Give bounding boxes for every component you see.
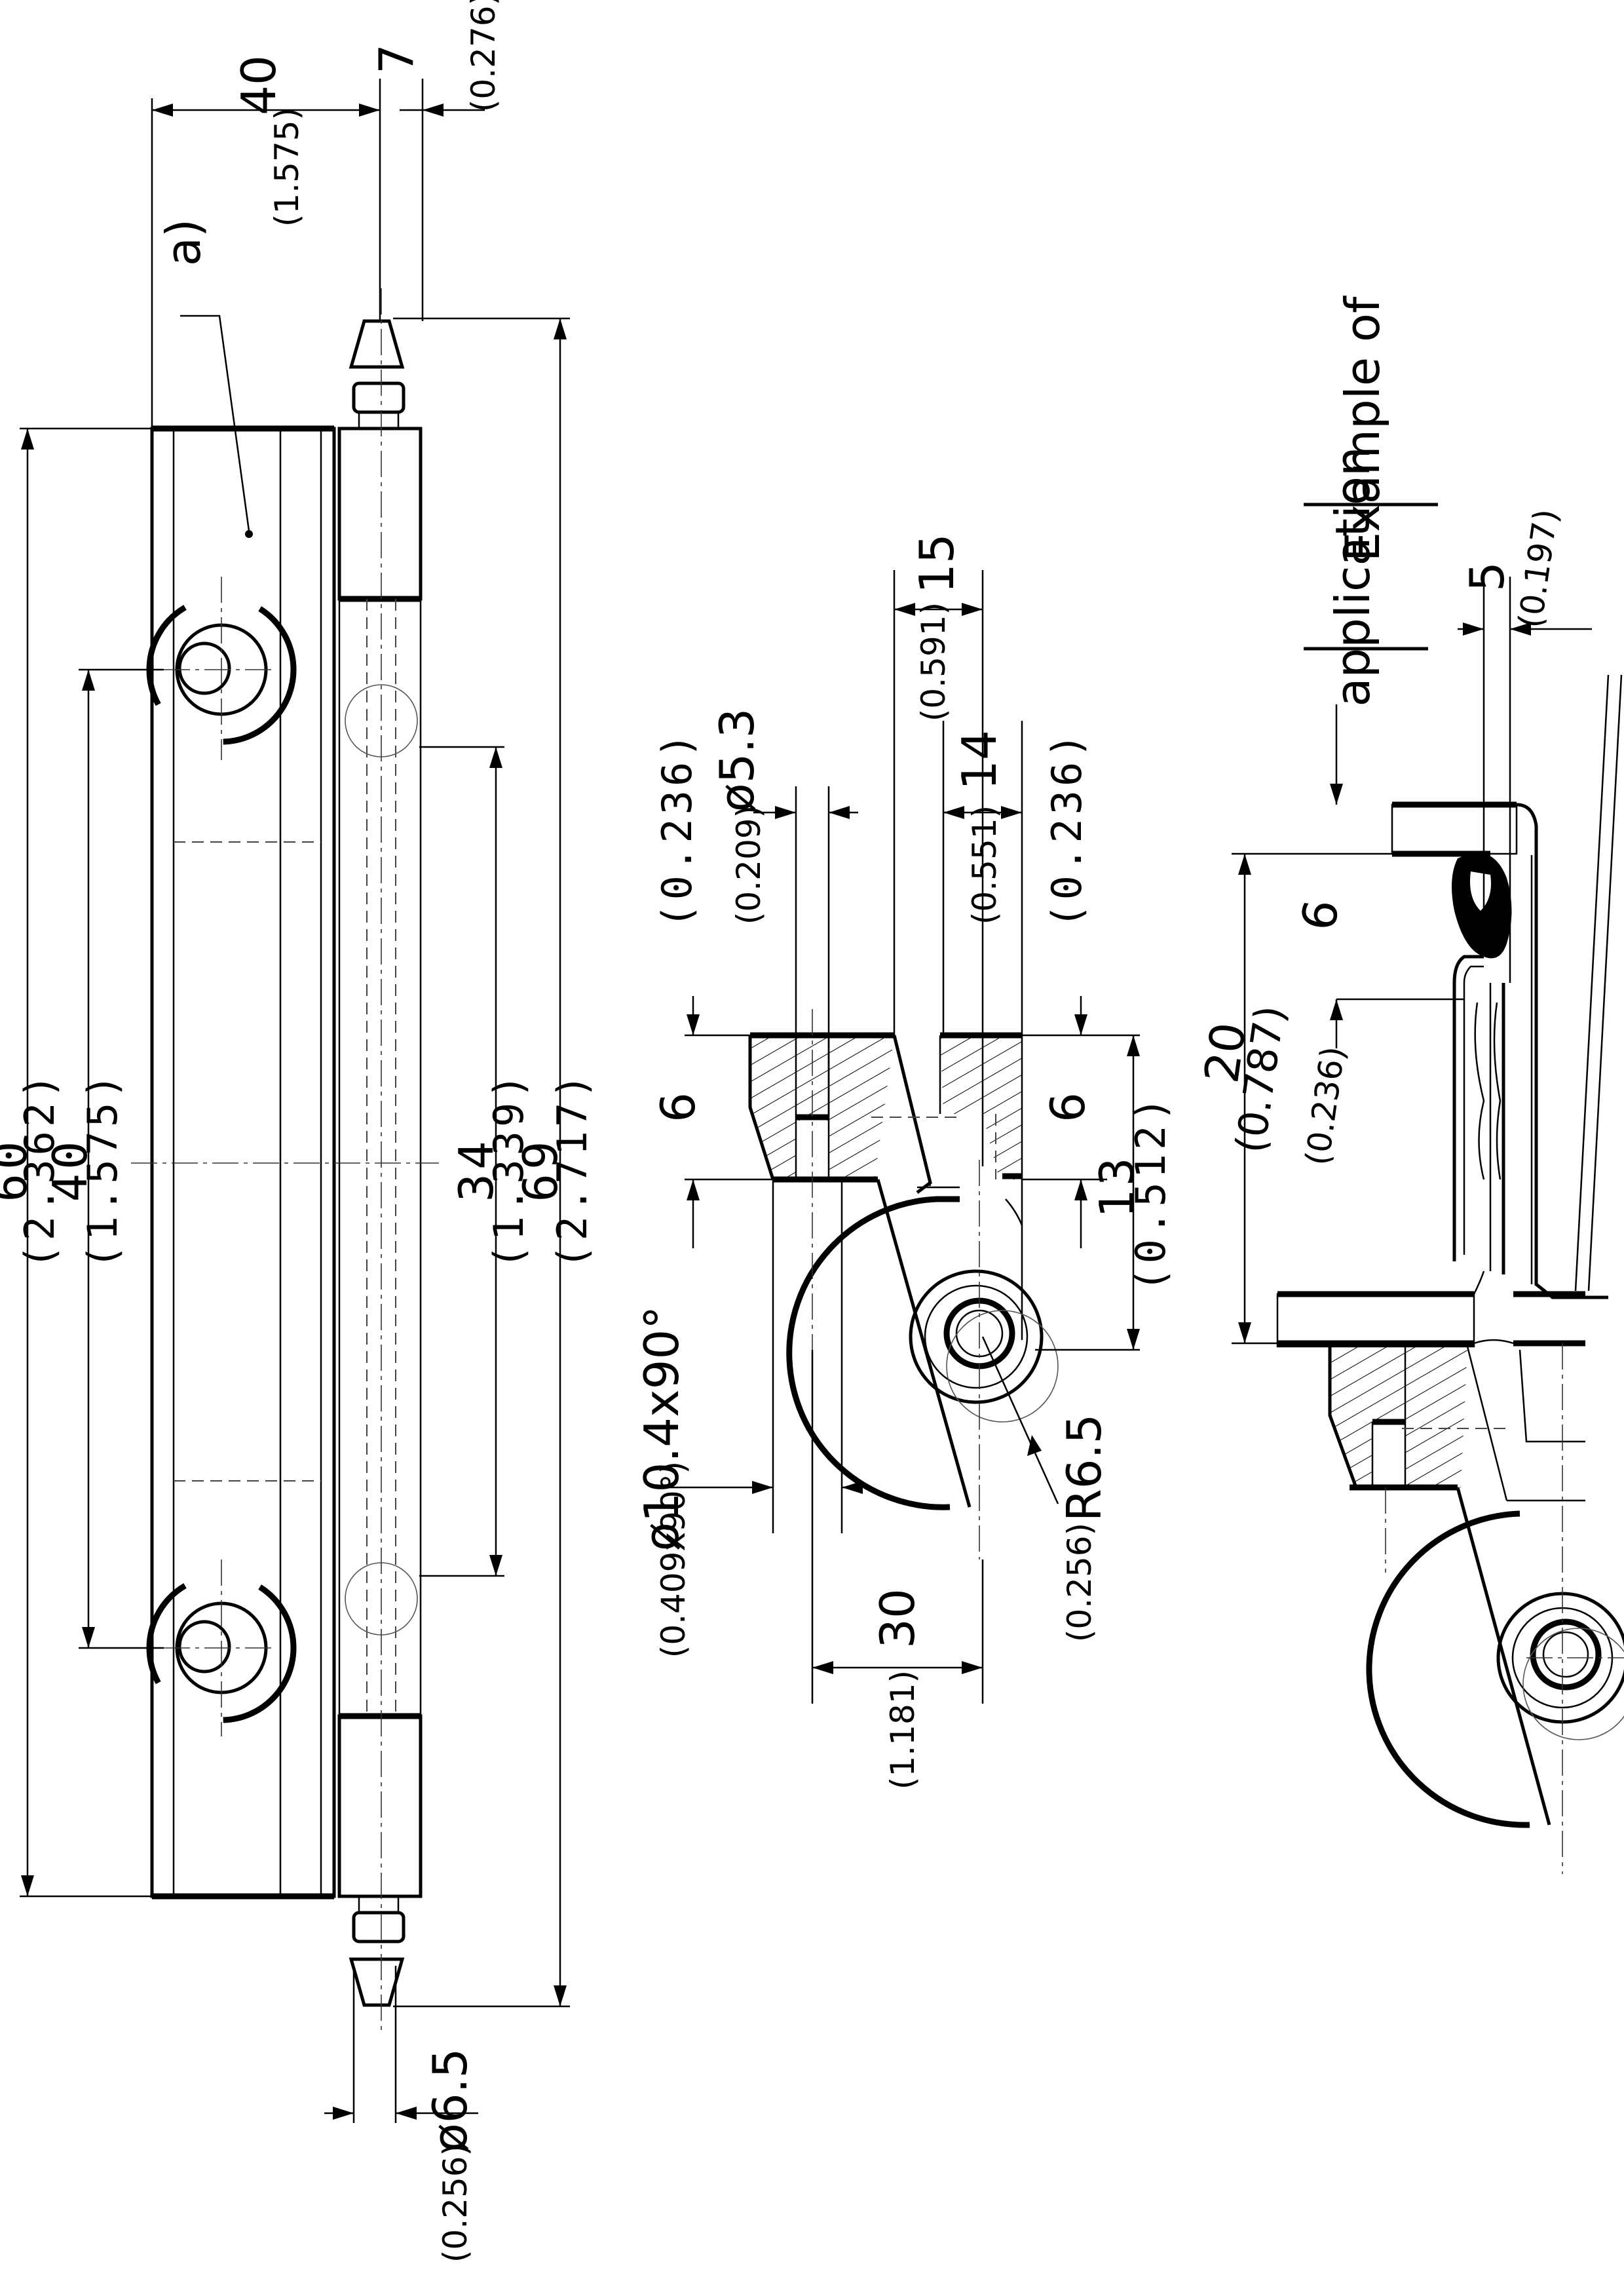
dim-hole-in: (0.209) xyxy=(730,805,768,925)
dim-15-in: (0.591) xyxy=(915,602,953,721)
dim-knuckle-34: 34 xyxy=(449,1138,504,1202)
side-view: 15 (0.591) ø5.3 (0.209) 14 (0.551) (0.23… xyxy=(634,533,1175,1789)
dim-csk: ø10.4x90° xyxy=(634,1306,689,1552)
dim-holes-40: 40 xyxy=(43,1138,98,1202)
dim-top-pin-in: (0.276) xyxy=(464,0,502,112)
dim-knuckle-34-in: (1.339) xyxy=(485,1070,533,1269)
dim-height-60-in: (2.362) xyxy=(16,1070,64,1269)
dim-20: 20 xyxy=(1194,1019,1256,1086)
dim-pin-dia: ø6.5 xyxy=(423,2048,478,2152)
knuckle-top xyxy=(337,427,423,601)
application-view: Example of application xyxy=(1194,296,1624,1874)
dim-6-in: (0.236) xyxy=(1298,1044,1353,1167)
knuckle-middle xyxy=(338,598,422,1717)
knuckle-profile xyxy=(786,1196,1059,1510)
dim-14-in: (0.551) xyxy=(966,805,1004,925)
dim-radius-in: (0.256) xyxy=(1061,1523,1099,1642)
dim-hole: ø5.3 xyxy=(709,708,765,813)
application-title-line2: application xyxy=(1325,446,1380,706)
dim-14: 14 xyxy=(952,730,1007,790)
dim-right-6: 6 xyxy=(1040,1092,1095,1122)
knuckle-bottom xyxy=(337,1714,423,1898)
dim-left-6-in: (0.236) xyxy=(653,729,701,928)
dim-30-in: (1.181) xyxy=(884,1670,922,1789)
pin-bottom xyxy=(349,1895,406,2007)
dim-5-in: (0.197) xyxy=(1511,507,1566,630)
dim-6: 6 xyxy=(1291,896,1350,934)
dim-total-69-in: (2.717) xyxy=(548,1070,596,1269)
seal-gasket xyxy=(1452,852,1512,959)
dim-left-6: 6 xyxy=(651,1092,706,1122)
front-view: 40 (1.575) 7 (0.276) a) 60 (2.362) 40 (1… xyxy=(0,0,596,2263)
dim-15: 15 xyxy=(909,533,964,594)
dim-top-width: 40 xyxy=(231,55,286,115)
dim-holes-40-in: (1.575) xyxy=(79,1070,126,1269)
dim-height-60: 60 xyxy=(0,1138,37,1202)
dim-right-6-in: (0.236) xyxy=(1043,729,1091,928)
dim-13: 13 xyxy=(1089,1154,1144,1219)
dim-pin-dia-in: (0.256) xyxy=(436,2143,474,2263)
dim-30: 30 xyxy=(870,1588,925,1649)
dim-total-69: 69 xyxy=(513,1138,568,1202)
dim-top-width-in: (1.575) xyxy=(268,107,306,227)
dim-radius: R6.5 xyxy=(1057,1414,1112,1522)
dim-13-in: (0.512) xyxy=(1127,1093,1175,1292)
application-knuckle xyxy=(1366,1510,1624,1828)
hinge-leaf xyxy=(150,427,336,1898)
dim-5: 5 xyxy=(1460,562,1515,592)
dim-top-pin: 7 xyxy=(369,44,424,74)
pin-top xyxy=(349,319,406,430)
application-title-line1: Example of xyxy=(1335,296,1390,562)
note-ref: a) xyxy=(156,219,211,266)
dim-csk-in: (0.409x90°) xyxy=(654,1461,692,1658)
